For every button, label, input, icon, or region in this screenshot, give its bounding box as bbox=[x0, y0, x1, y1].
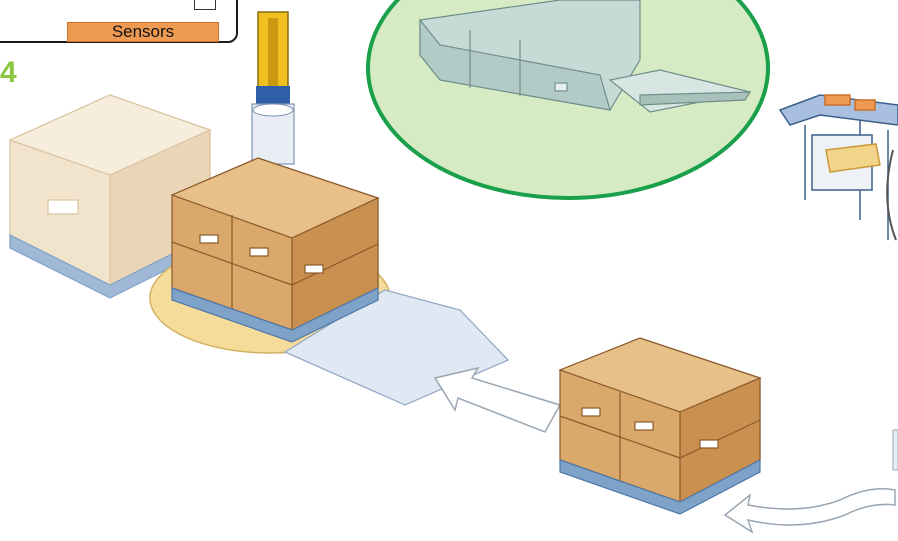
labeling-machine-highlight bbox=[368, 0, 768, 198]
stretch-wrapper-mast bbox=[252, 12, 294, 164]
legend-sensors-label: Sensors bbox=[67, 22, 219, 42]
case-packer-machine bbox=[780, 95, 898, 240]
incoming-pallet bbox=[560, 338, 760, 514]
step-number: 4 bbox=[0, 58, 17, 88]
edge-marker bbox=[893, 430, 898, 470]
return-arrow bbox=[725, 489, 895, 532]
infeed-arrow bbox=[435, 368, 560, 432]
legend-swatch-white bbox=[194, 0, 216, 10]
